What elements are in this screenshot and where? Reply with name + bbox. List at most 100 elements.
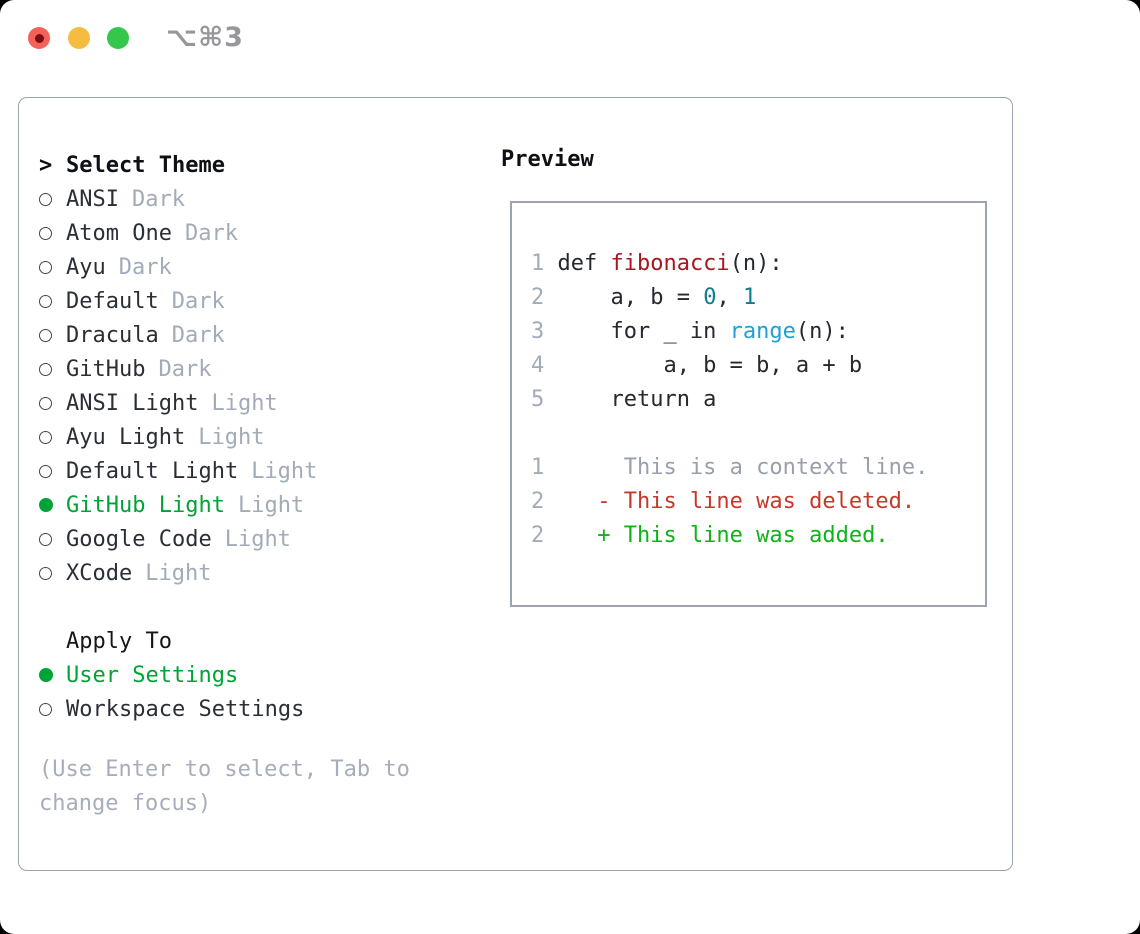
- radio-icon: [39, 430, 52, 444]
- theme-variant: Light: [198, 424, 265, 450]
- minimize-button[interactable]: [68, 27, 90, 49]
- apply-option[interactable]: Workspace Settings: [39, 692, 317, 726]
- line-number: 5: [531, 387, 545, 412]
- radio-cell: [39, 396, 66, 410]
- apply-option-label: Workspace Settings: [66, 696, 305, 722]
- code-segment-num: 0: [703, 285, 717, 310]
- theme-option[interactable]: Ayu Light Light: [39, 420, 317, 454]
- line-number: 1: [531, 251, 545, 276]
- radio-cell: [39, 498, 66, 512]
- preview-spacer: [531, 417, 985, 451]
- theme-variant: Light: [145, 560, 212, 586]
- diff-line: 1 This is a context line.: [531, 451, 985, 485]
- menu-spacer: [39, 590, 317, 624]
- line-number: 2: [531, 285, 545, 310]
- theme-name: Dracula: [66, 322, 159, 348]
- theme-menu-header-row: > Select Theme: [39, 148, 317, 182]
- code-line: 4 a, b = b, a + b: [531, 349, 985, 383]
- radio-selected-icon: [39, 668, 53, 682]
- radio-cell: [39, 702, 66, 716]
- theme-variant: Dark: [158, 356, 212, 382]
- code-segment-deleted: - This line was deleted.: [557, 489, 916, 514]
- code-segment-code: a, b = b, a + b: [557, 353, 863, 378]
- radio-icon: [39, 362, 52, 376]
- radio-cell: [39, 668, 66, 682]
- code-segment-num: 1: [742, 285, 757, 310]
- code-segment-code: ,: [716, 285, 743, 310]
- radio-cell: [39, 532, 66, 546]
- theme-option[interactable]: XCode Light: [39, 556, 317, 590]
- theme-option[interactable]: Dracula Dark: [39, 318, 317, 352]
- code-segment-code: return a: [557, 387, 717, 412]
- code-segment-code: for _ in: [557, 319, 730, 344]
- theme-option[interactable]: Default Light Light: [39, 454, 317, 488]
- apply-to-title: Apply To: [66, 628, 172, 654]
- radio-cell: [39, 362, 66, 376]
- radio-icon: [39, 464, 52, 478]
- theme-name: Google Code: [66, 526, 212, 552]
- pointer-cell: >: [39, 153, 66, 178]
- theme-variant: Dark: [171, 288, 225, 314]
- pointer-icon: >: [39, 152, 53, 178]
- radio-cell: [39, 260, 66, 274]
- code-segment-code: a, b =: [557, 285, 704, 310]
- theme-name: Ayu Light: [66, 424, 186, 450]
- theme-name: Default Light: [66, 458, 239, 484]
- theme-name: Atom One: [66, 220, 172, 246]
- line-number: 2: [531, 489, 545, 514]
- code-line: 3 for _ in range(n):: [531, 315, 985, 349]
- code-line: 1 def fibonacci(n):: [531, 247, 985, 281]
- radio-icon: [39, 260, 52, 274]
- close-button[interactable]: [28, 27, 50, 49]
- radio-icon: [39, 192, 52, 206]
- code-segment-func: fibonacci: [610, 251, 730, 276]
- preview-header: Preview: [501, 147, 594, 172]
- theme-option[interactable]: Default Dark: [39, 284, 317, 318]
- code-segment-builtin: range: [729, 319, 796, 344]
- theme-variant: Dark: [118, 254, 172, 280]
- theme-name: ANSI: [66, 186, 119, 212]
- radio-icon: [39, 566, 52, 580]
- radio-cell: [39, 430, 66, 444]
- hint-text: (Use Enter to select, Tab to change focu…: [39, 757, 410, 816]
- diff-line: 2 + This line was added.: [531, 519, 985, 553]
- radio-icon: [39, 396, 52, 410]
- radio-selected-icon: [39, 498, 53, 512]
- radio-icon: [39, 532, 52, 546]
- theme-menu-title: Select Theme: [66, 152, 225, 178]
- diff-line: 2 - This line was deleted.: [531, 485, 985, 519]
- maximize-button[interactable]: [107, 27, 129, 49]
- theme-name: XCode: [66, 560, 133, 586]
- radio-cell: [39, 294, 66, 308]
- theme-option[interactable]: Google Code Light: [39, 522, 317, 556]
- line-number: 3: [531, 319, 545, 344]
- theme-name: Ayu: [66, 254, 106, 280]
- line-number: 4: [531, 353, 545, 378]
- theme-option[interactable]: Ayu Dark: [39, 250, 317, 284]
- radio-icon: [39, 294, 52, 308]
- theme-variant: Light: [211, 390, 278, 416]
- code-segment-code: (n):: [729, 251, 783, 276]
- apply-to-header-row: Apply To: [39, 624, 317, 658]
- theme-name: Default: [66, 288, 159, 314]
- apply-option[interactable]: User Settings: [39, 658, 317, 692]
- theme-name: GitHub Light: [66, 492, 225, 518]
- code-segment-code: def: [557, 251, 611, 276]
- theme-variant: Light: [237, 492, 305, 518]
- radio-icon: [39, 328, 52, 342]
- theme-variant: Light: [251, 458, 318, 484]
- radio-cell: [39, 464, 66, 478]
- close-dot-icon: [34, 33, 44, 43]
- theme-variant: Dark: [171, 322, 225, 348]
- radio-cell: [39, 566, 66, 580]
- theme-variant: Light: [224, 526, 291, 552]
- radio-icon: [39, 702, 52, 716]
- code-line: 5 return a: [531, 383, 985, 417]
- theme-option[interactable]: GitHub Light Light: [39, 488, 317, 522]
